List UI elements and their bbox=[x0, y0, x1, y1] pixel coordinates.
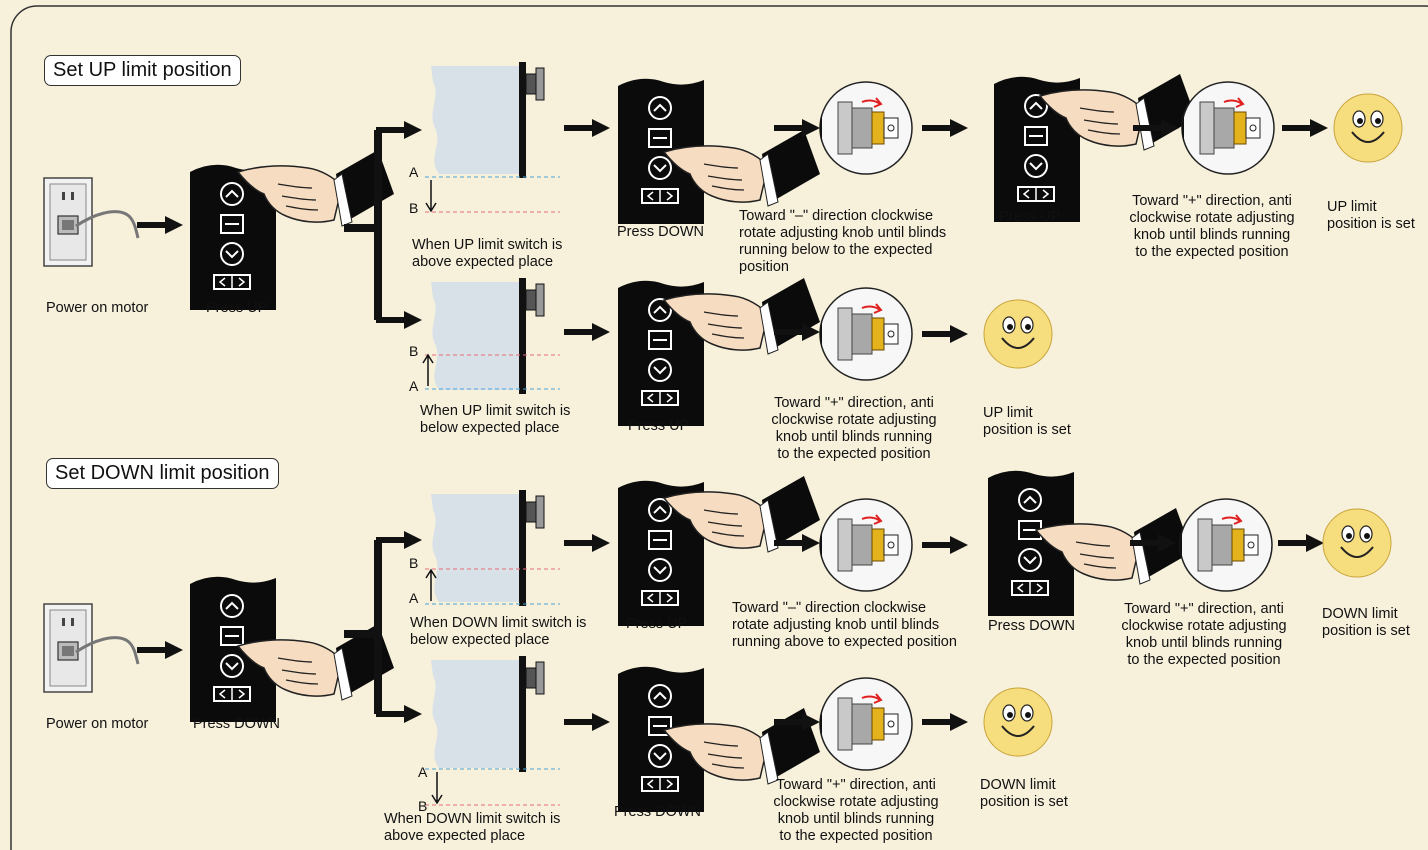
press-down-label: Press DOWN bbox=[988, 618, 1075, 634]
case-below-label: When DOWN limit switch is below expected… bbox=[410, 615, 587, 648]
marker-b: B bbox=[409, 200, 419, 216]
adjusting-knob-icon bbox=[1178, 498, 1273, 592]
marker-b: B bbox=[409, 555, 419, 571]
marker-a: A bbox=[409, 590, 419, 606]
flow-arrow-icon bbox=[922, 119, 968, 137]
press-down-label: Press DOWN bbox=[193, 716, 280, 732]
wall-outlet-icon bbox=[42, 602, 140, 694]
up-arrow-icon bbox=[422, 353, 434, 386]
adjusting-knob-icon bbox=[1180, 81, 1275, 175]
adjusting-knob-icon bbox=[818, 498, 913, 592]
diagram-frame bbox=[10, 5, 1428, 850]
adjusting-knob-icon bbox=[818, 287, 913, 381]
step-instruction: Toward ʺ–ʺ direction clockwise rotate ad… bbox=[739, 208, 947, 275]
case-above-label: When UP limit switch is above expected p… bbox=[412, 237, 563, 270]
result-label: UP limit position is set bbox=[983, 405, 1071, 438]
up-arrow-icon bbox=[425, 568, 437, 601]
press-down-label: Press DOWN bbox=[614, 804, 701, 820]
case-below-label: When UP limit switch is below expected p… bbox=[420, 403, 571, 436]
smiley-face-icon bbox=[983, 299, 1053, 369]
roller-blind-icon bbox=[430, 489, 545, 607]
smiley-face-icon bbox=[1333, 93, 1403, 163]
branch-connector bbox=[344, 130, 382, 320]
step-instruction: Toward "+" direction, anti clockwise rot… bbox=[773, 777, 939, 844]
flow-arrow-icon bbox=[564, 119, 610, 137]
flow-arrow-icon bbox=[564, 323, 610, 341]
step-instruction: Toward "+" direction, anti clockwise rot… bbox=[771, 395, 937, 462]
flow-arrow-icon bbox=[1282, 119, 1328, 137]
press-up-label: Press UP bbox=[206, 300, 268, 316]
flow-arrow-icon bbox=[1278, 534, 1324, 552]
flow-arrow-icon bbox=[376, 311, 422, 329]
press-up-label: Press UP bbox=[999, 209, 1061, 225]
wall-outlet-icon bbox=[42, 176, 140, 268]
flow-arrow-icon bbox=[376, 121, 422, 139]
flow-arrow-icon bbox=[564, 713, 610, 731]
case-above-label: When DOWN limit switch is above expected… bbox=[384, 811, 561, 844]
adjusting-knob-icon bbox=[818, 81, 913, 175]
power-on-label: Power on motor bbox=[46, 716, 149, 732]
down-arrow-icon bbox=[431, 772, 443, 805]
marker-b: B bbox=[418, 798, 428, 814]
flow-arrow-icon bbox=[137, 216, 183, 234]
marker-a: A bbox=[409, 378, 419, 394]
section-title-up: Set UP limit position bbox=[44, 55, 241, 86]
flow-arrow-icon bbox=[564, 534, 610, 552]
power-on-label: Power on motor bbox=[46, 300, 149, 316]
section-title-down: Set DOWN limit position bbox=[46, 458, 279, 489]
step-instruction: Toward ʺ–ʺ direction clockwise rotate ad… bbox=[732, 600, 957, 650]
branch-connector bbox=[344, 540, 382, 714]
roller-blind-icon bbox=[430, 61, 545, 179]
flow-arrow-icon bbox=[376, 705, 422, 723]
result-label: DOWN limit position is set bbox=[1322, 606, 1410, 639]
result-label: DOWN limit position is set bbox=[980, 777, 1068, 810]
press-up-label: Press UP bbox=[628, 418, 690, 434]
press-down-label: Press DOWN bbox=[617, 224, 704, 240]
smiley-face-icon bbox=[983, 687, 1053, 757]
smiley-face-icon bbox=[1322, 508, 1392, 578]
adjusting-knob-icon bbox=[818, 677, 913, 771]
press-up-label: Press UP bbox=[626, 616, 688, 632]
flow-arrow-icon bbox=[376, 531, 422, 549]
flow-arrow-icon bbox=[922, 536, 968, 554]
flow-arrow-icon bbox=[922, 713, 968, 731]
result-label: UP limit position is set bbox=[1327, 199, 1415, 232]
step-instruction: Toward "+" direction, anti clockwise rot… bbox=[1121, 601, 1287, 668]
step-instruction: Toward "+" direction, anti clockwise rot… bbox=[1129, 193, 1295, 260]
flow-arrow-icon bbox=[137, 641, 183, 659]
flow-arrow-icon bbox=[922, 325, 968, 343]
roller-blind-icon bbox=[430, 655, 545, 773]
marker-b: B bbox=[409, 343, 419, 359]
marker-a: A bbox=[409, 164, 419, 180]
marker-a: A bbox=[418, 764, 428, 780]
roller-blind-icon bbox=[430, 277, 545, 395]
down-arrow-icon bbox=[425, 180, 437, 213]
